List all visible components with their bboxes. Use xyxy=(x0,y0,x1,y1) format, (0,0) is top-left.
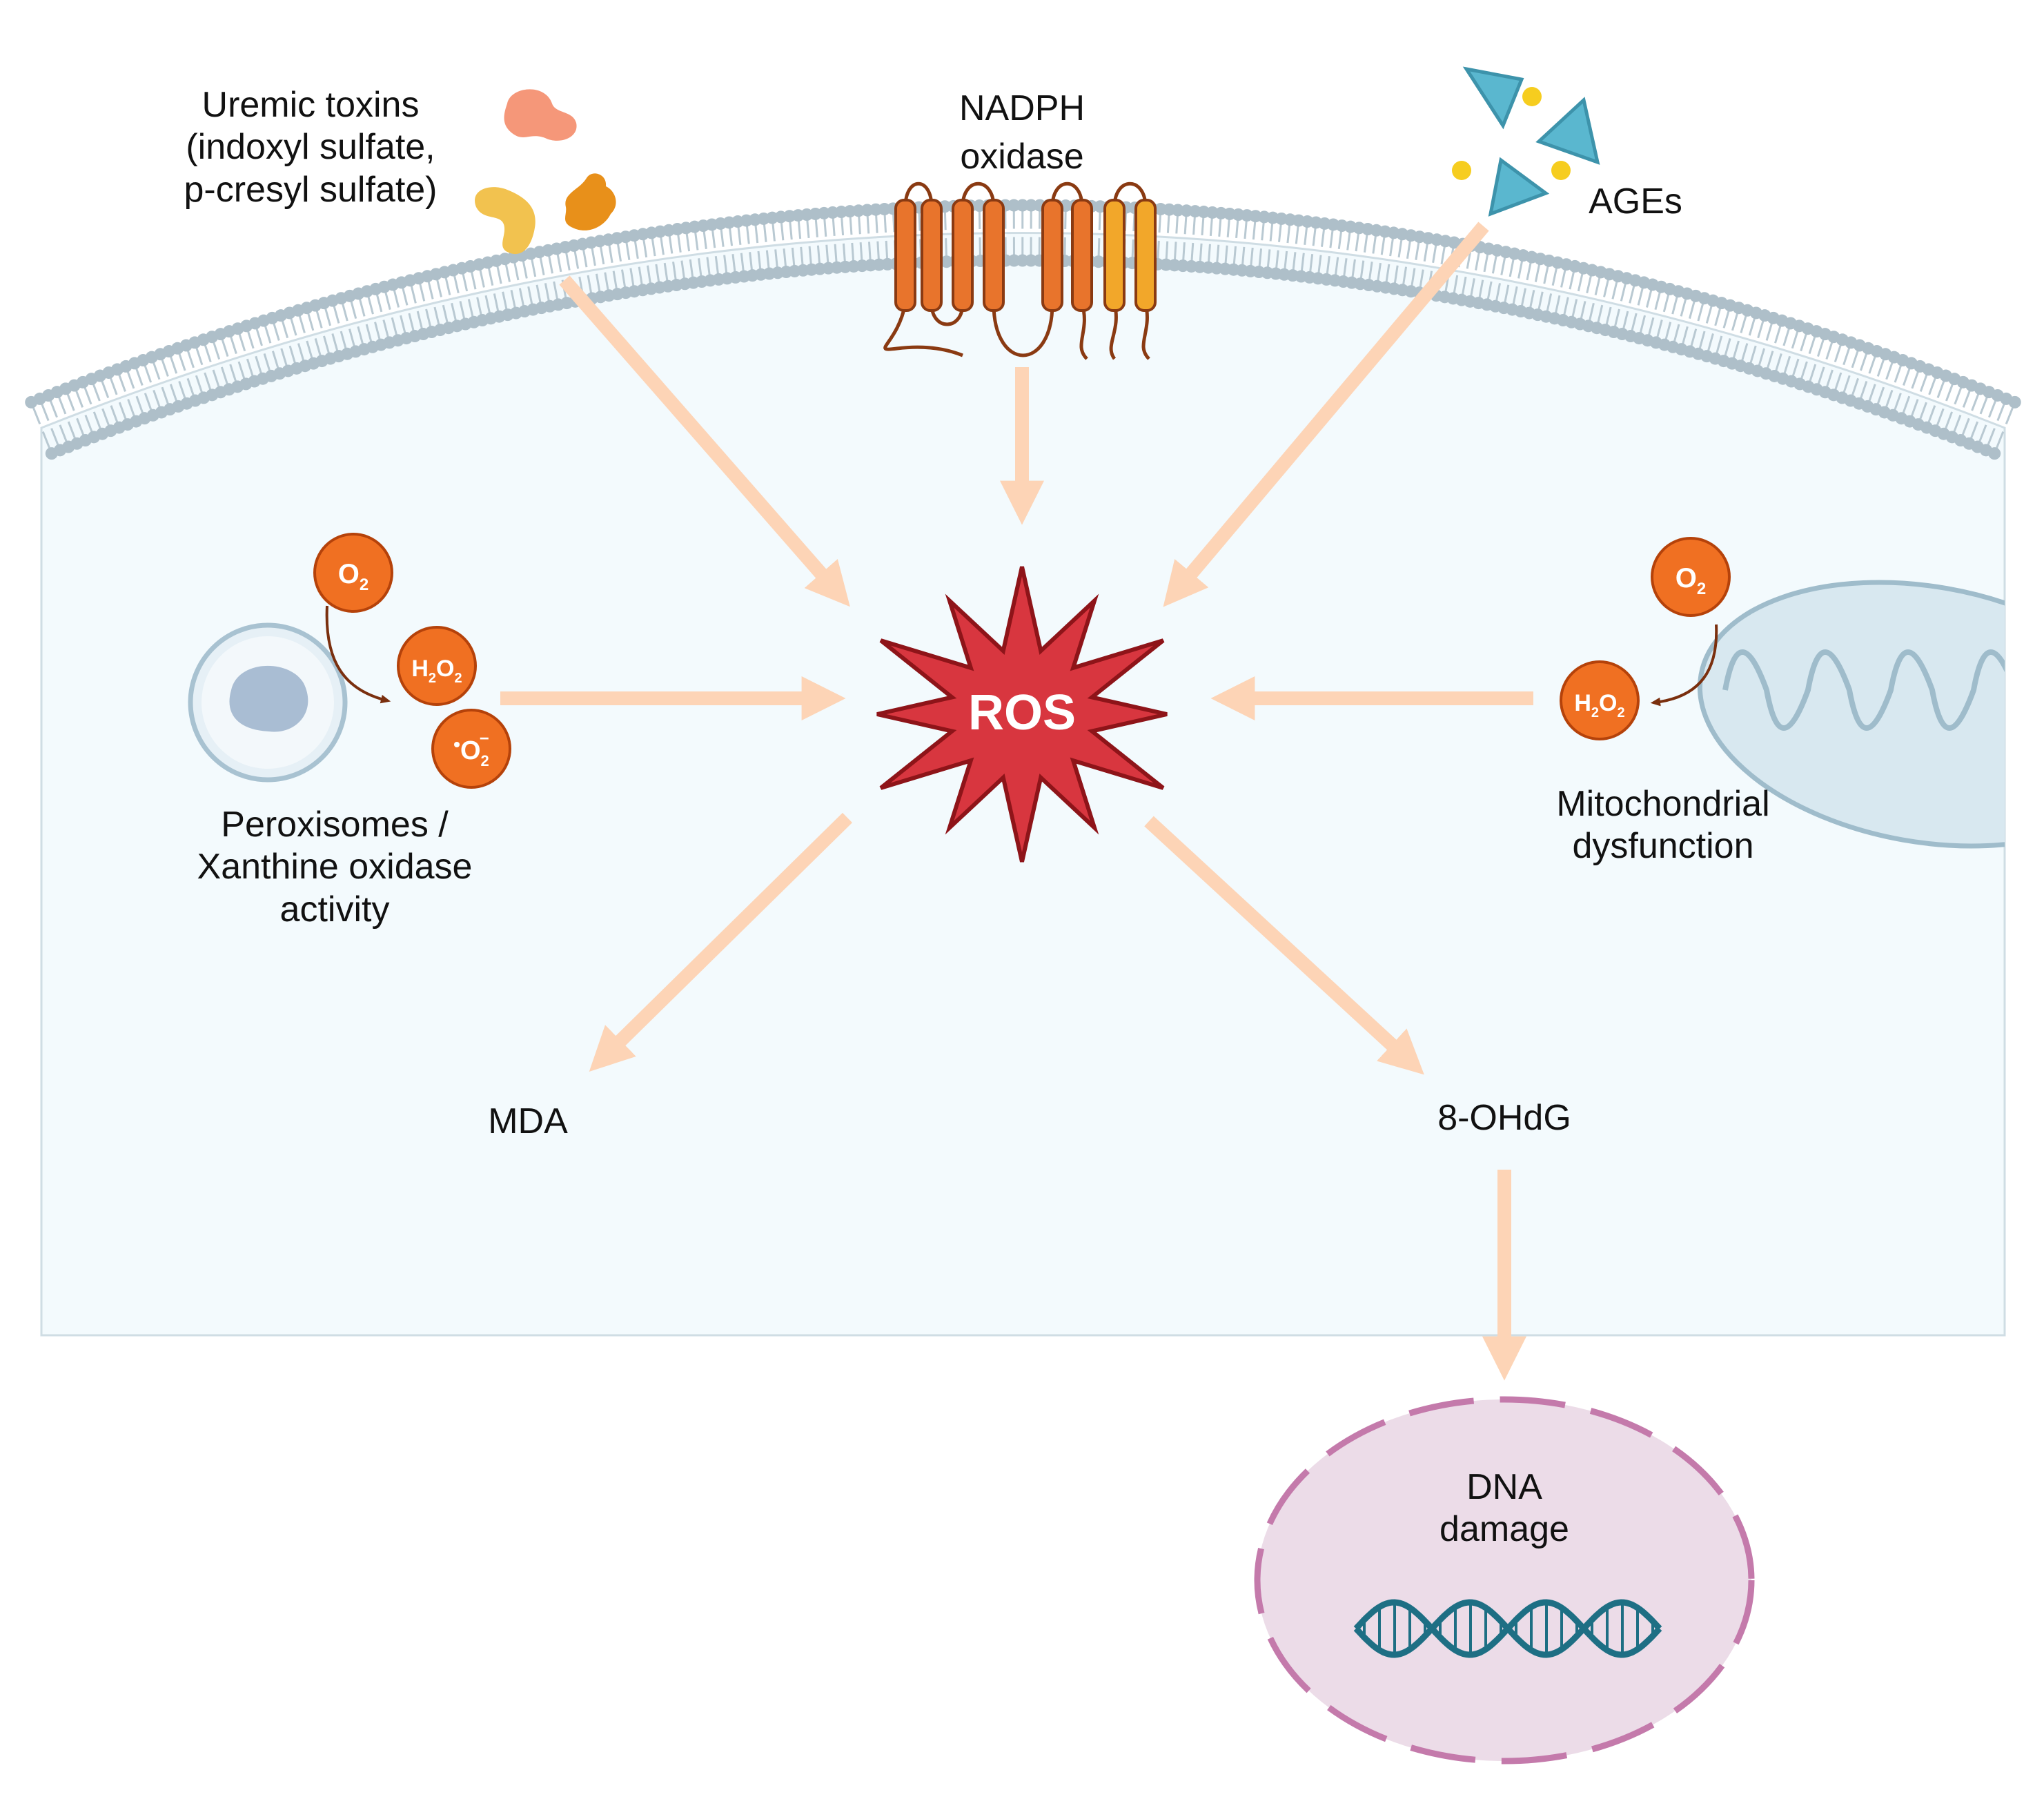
peroxisomes-label: Peroxisomes / Xanthine oxidase activity xyxy=(138,804,531,931)
peroxisomes-line-1: Peroxisomes / xyxy=(138,804,531,846)
mda-label: MDA xyxy=(449,1101,607,1143)
peroxisomes-line-2: Xanthine oxidase xyxy=(138,846,531,888)
uremic-toxins-label: Uremic toxins (indoxyl sulfate, p-cresyl… xyxy=(159,84,462,211)
ages-text: AGEs xyxy=(1546,181,1725,223)
nadph-line-1: NADPH xyxy=(884,84,1160,132)
mito-line-2: dysfunction xyxy=(1504,825,1822,867)
superoxide-molecule: •O2− xyxy=(433,710,510,787)
dna-line-2: damage xyxy=(1380,1508,1629,1551)
uremic-line-3: p-cresyl sulfate) xyxy=(159,169,462,211)
peroxisome-icon xyxy=(190,625,345,780)
ros-label: ROS xyxy=(968,685,1076,740)
dna-line-1: DNA xyxy=(1380,1466,1629,1508)
nucleus xyxy=(1257,1399,1751,1761)
peroxisomes-line-3: activity xyxy=(138,889,531,931)
dna-damage-label: DNA damage xyxy=(1380,1466,1629,1551)
o2-molecule-right: O2 xyxy=(1652,538,1729,616)
o2-molecule-left: O2 xyxy=(315,534,392,611)
mito-line-1: Mitochondrial xyxy=(1504,783,1822,825)
uremic-line-1: Uremic toxins xyxy=(159,84,462,126)
uremic-toxin-icon xyxy=(475,89,616,254)
mito-label: Mitochondrial dysfunction xyxy=(1504,783,1822,868)
h2o2-molecule-left: H2O2 xyxy=(398,627,475,705)
nadph-line-2: oxidase xyxy=(884,132,1160,181)
h2o2-molecule-right: H2O2 xyxy=(1561,662,1638,739)
uremic-line-2: (indoxyl sulfate, xyxy=(159,126,462,168)
ages-label: AGEs xyxy=(1546,181,1725,223)
nadph-oxidase-label: NADPH oxidase xyxy=(884,84,1160,181)
ohdg-label: 8-OHdG xyxy=(1401,1097,1608,1139)
